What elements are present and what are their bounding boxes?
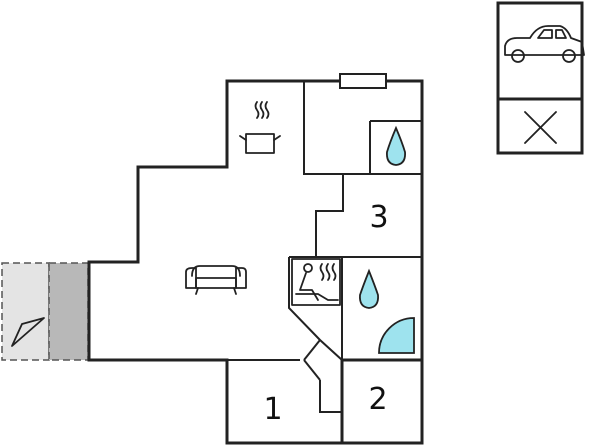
- sofa-icon: [185, 265, 247, 295]
- parking-box: [496, 1, 585, 155]
- chimney: [339, 73, 387, 89]
- room-number-2: 2: [368, 382, 387, 417]
- terrace-icon: [11, 317, 45, 347]
- room-number-3: 3: [369, 200, 388, 235]
- room-number-1: 1: [263, 392, 282, 427]
- cooking-pot-icon: [239, 101, 281, 154]
- terrace: [1, 262, 89, 361]
- water-drop-icon: [386, 125, 406, 166]
- car-icon: [504, 25, 585, 63]
- quarter-circle-shower-icon: [378, 317, 415, 354]
- cross-icon: [524, 111, 557, 144]
- sauna-icon: [291, 258, 341, 306]
- water-drop-icon-2: [359, 268, 379, 309]
- room-2-wall: [342, 358, 424, 445]
- interior-walls: [227, 81, 422, 413]
